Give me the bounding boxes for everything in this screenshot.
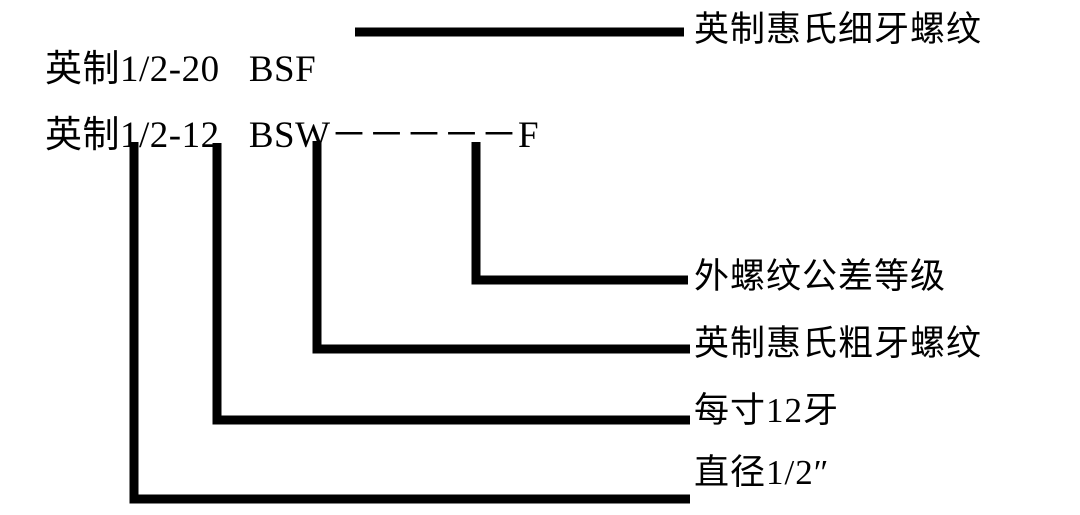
- leader-line-tolerance-grade: [471, 142, 688, 285]
- leader-line-coarse-thread: [312, 141, 690, 354]
- leader-line-threads-per-inch: [212, 143, 690, 425]
- thread-code-bsf: BSF: [248, 49, 317, 90]
- callout-label-coarse-thread: 英制惠氏粗牙螺纹: [694, 324, 983, 363]
- callout-label-fine-thread: 英制惠氏细牙螺纹: [694, 10, 983, 49]
- thread-code-bsw-f: BSW－－－－－F: [248, 115, 540, 156]
- callout-label-diameter: 直径1/2″: [694, 453, 830, 492]
- callout-label-tolerance-grade: 外螺纹公差等级: [694, 257, 947, 296]
- callout-label-threads-per-inch: 每寸12牙: [694, 391, 840, 430]
- designation-row-coarse: 英制1/2-12 BSW－－－－－F: [6, 80, 539, 191]
- designation-row-fine: 英制1/2-20 BSF: [6, 14, 316, 125]
- designation-text-fine: 英制1/2-20: [45, 49, 220, 90]
- leader-line-diameter: [129, 142, 690, 504]
